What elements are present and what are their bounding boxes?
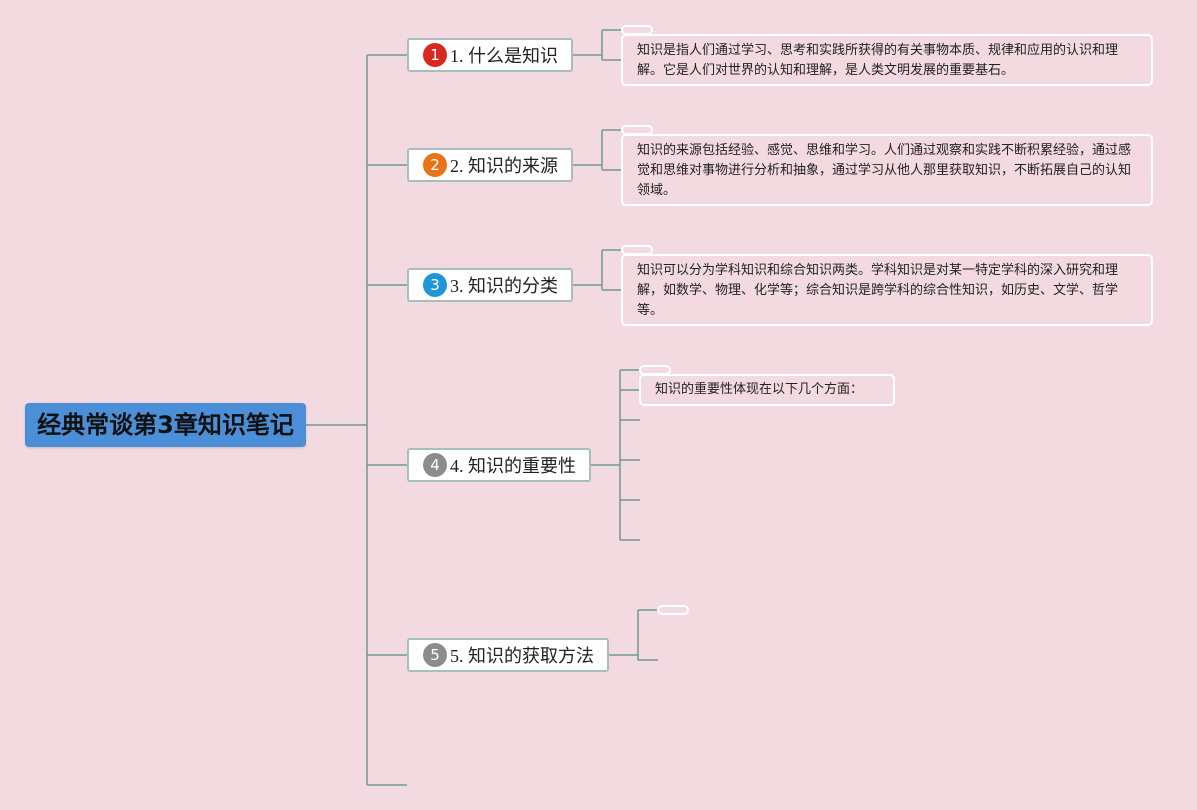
number-badge-3-icon: 3 [423,273,447,297]
branch-knowledge-acquisition[interactable]: 5 5. 知识的获取方法 [407,638,609,672]
note-definition[interactable]: 知识是指人们通过学习、思考和实践所获得的有关事物本质、规律和应用的认识和理解。它… [621,34,1153,86]
branch-3-connector [572,249,622,291]
branch-label: 2. 知识的来源 [450,156,558,176]
branch-label: 5. 知识的获取方法 [450,646,594,666]
branch-knowledge-sources[interactable]: 2 2. 知识的来源 [407,148,573,182]
branch-label: 1. 什么是知识 [450,46,558,66]
note-types[interactable]: 知识可以分为学科知识和综合知识两类。学科知识是对某一特定学科的深入研究和理解，如… [621,254,1153,326]
note-text: 知识的来源包括经验、感觉、思维和学习。人们通过观察和实践不断积累经验，通过感觉和… [637,143,1132,198]
branch-knowledge-types[interactable]: 3 3. 知识的分类 [407,268,573,302]
branch-knowledge-importance[interactable]: 4 4. 知识的重要性 [407,448,591,482]
number-badge-5-icon: 5 [423,643,447,667]
branch-4-connector [590,369,640,541]
number-badge-2-icon: 2 [423,153,447,177]
branch-what-is-knowledge[interactable]: 1 1. 什么是知识 [407,38,573,72]
note-tag [657,605,689,615]
branch-5-connector [608,609,658,661]
note-text: 知识的重要性体现在以下几个方面： [655,382,864,397]
branch-1-connector [572,29,622,61]
note-sources[interactable]: 知识的来源包括经验、感觉、思维和学习。人们通过观察和实践不断积累经验，通过感觉和… [621,134,1153,206]
note-importance[interactable]: 知识的重要性体现在以下几个方面： [639,374,895,406]
root-topic[interactable]: 经典常谈第3章知识笔记 [25,403,306,447]
number-badge-4-icon: 4 [423,453,447,477]
branch-label: 3. 知识的分类 [450,276,558,296]
note-text: 知识可以分为学科知识和综合知识两类。学科知识是对某一特定学科的深入研究和理解，如… [637,263,1119,318]
number-badge-1-icon: 1 [423,43,447,67]
note-text: 知识是指人们通过学习、思考和实践所获得的有关事物本质、规律和应用的认识和理解。它… [637,43,1119,78]
branch-2-connector [572,129,622,171]
branch-label: 4. 知识的重要性 [450,456,576,476]
